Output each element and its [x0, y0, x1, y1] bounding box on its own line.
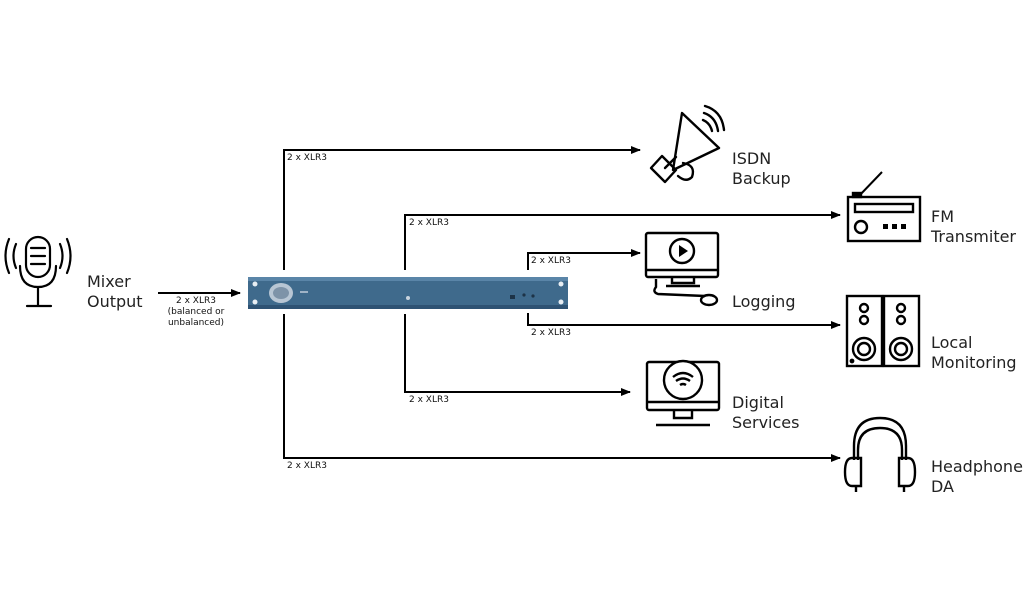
output-label-headphone-line1: Headphone — [931, 457, 1023, 476]
output-label-monitoring: Local Monitoring — [931, 333, 1017, 373]
output-label-isdn-line1: ISDN — [732, 149, 772, 168]
source-label-line1: Mixer — [87, 272, 131, 291]
output-label-fm-line2: Transmiter — [931, 227, 1017, 246]
output-label-fm: FM Transmiter — [931, 207, 1016, 247]
microphone-icon — [4, 235, 72, 308]
output-label-headphone-line2: DA — [931, 477, 954, 496]
output-label-headphone: Headphone DA — [931, 457, 1023, 497]
source-label-line2: Output — [87, 292, 143, 311]
input-connection-note-2: unbalanced) — [167, 318, 225, 328]
headphones-icon — [843, 416, 917, 492]
connection-line-headphone — [283, 314, 841, 462]
connection-line-fm — [404, 211, 841, 270]
connection-line-monitoring — [527, 313, 841, 329]
monitor-play-icon — [644, 231, 720, 307]
connection-line-digital — [404, 314, 631, 396]
connection-label-headphone: 2 x XLR3 — [287, 461, 327, 471]
connection-label-isdn: 2 x XLR3 — [287, 153, 327, 163]
input-connection-label: 2 x XLR3 (balanced or unbalanced) — [160, 296, 232, 329]
output-label-isdn-line2: Backup — [732, 169, 791, 188]
source-label: Mixer Output — [87, 272, 143, 312]
output-label-logging: Logging — [732, 292, 795, 312]
rack-device — [248, 277, 568, 309]
radio-icon — [846, 171, 922, 243]
monitor-wifi-icon — [645, 359, 721, 427]
megaphone-icon — [649, 104, 726, 184]
connection-label-fm: 2 x XLR3 — [409, 218, 449, 228]
connection-line-isdn — [283, 146, 641, 270]
output-label-isdn: ISDN Backup — [732, 149, 791, 189]
connection-label-digital: 2 x XLR3 — [409, 395, 449, 405]
input-connection-type: 2 x XLR3 — [176, 296, 216, 306]
output-label-fm-line1: FM — [931, 207, 955, 226]
connection-label-monitoring: 2 x XLR3 — [531, 328, 571, 338]
output-label-monitoring-line2: Monitoring — [931, 353, 1017, 372]
output-label-logging-line1: Logging — [732, 292, 796, 311]
output-label-digital-line1: Digital — [732, 393, 784, 412]
input-connection-note-1: (balanced or — [167, 307, 225, 317]
connection-label-logging: 2 x XLR3 — [531, 256, 571, 266]
output-label-monitoring-line1: Local — [931, 333, 973, 352]
speakers-icon — [845, 294, 921, 368]
output-label-digital: Digital Services — [732, 393, 799, 433]
output-label-digital-line2: Services — [732, 413, 800, 432]
connection-line-logging — [527, 249, 641, 270]
